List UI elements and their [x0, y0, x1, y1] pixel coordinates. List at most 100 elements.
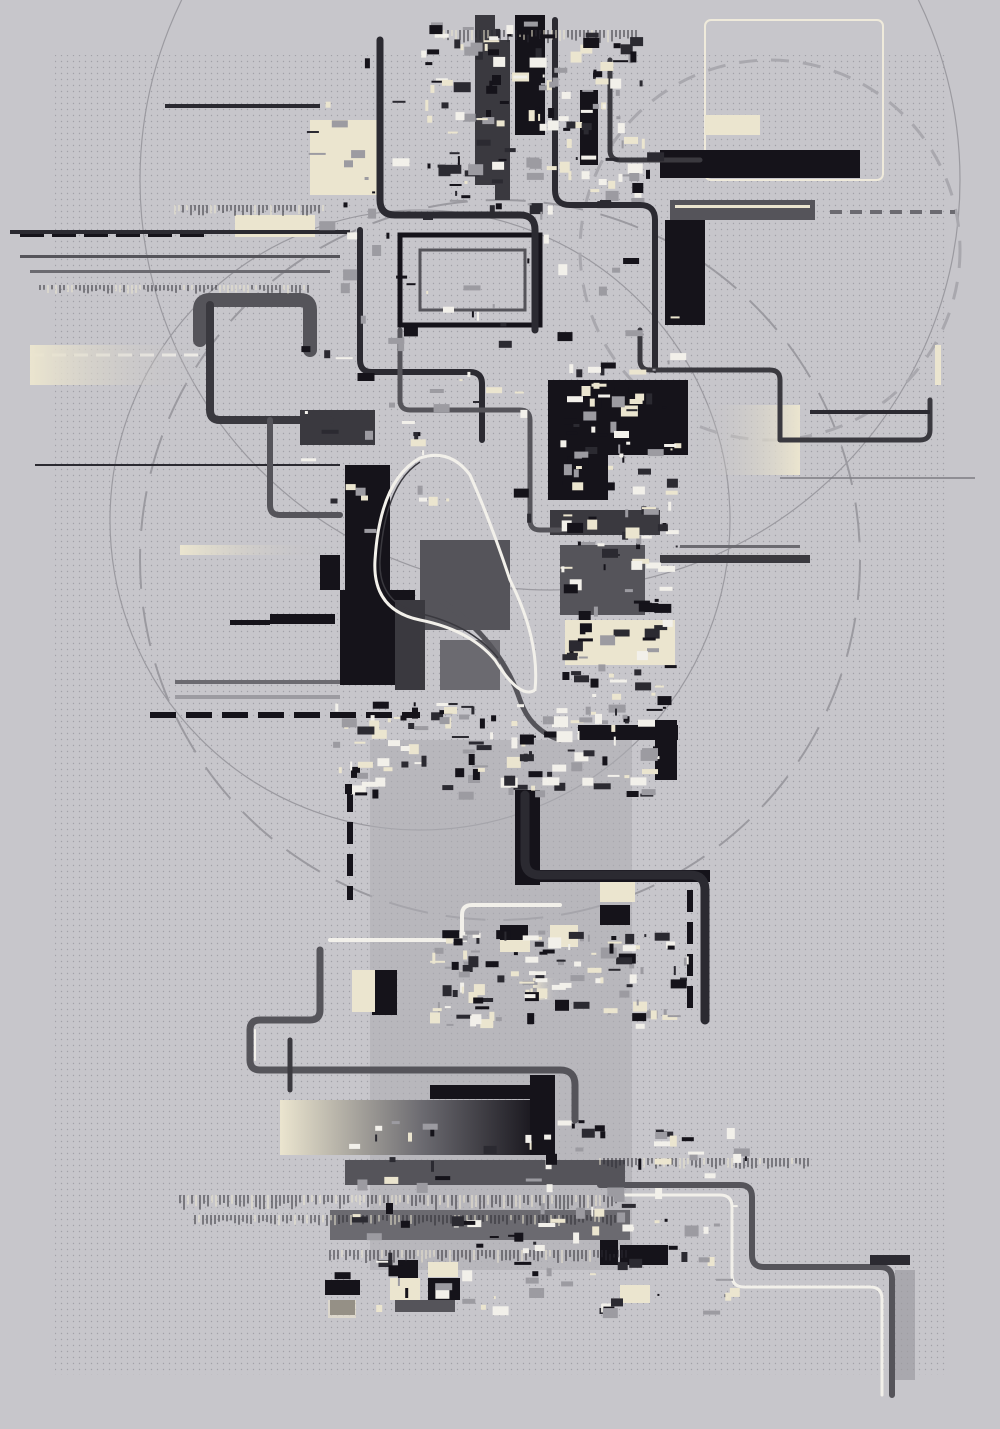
detail-chip: [568, 944, 571, 950]
detail-chip: [585, 706, 591, 715]
left-bits: [10, 230, 350, 699]
detail-chip: [611, 936, 617, 940]
detail-chip: [331, 120, 348, 128]
detail-chip: [430, 960, 446, 963]
detail-chip: [605, 190, 619, 201]
detail-chip: [333, 741, 341, 748]
detail-chip: [636, 651, 648, 661]
detail-chip: [629, 962, 635, 969]
detail-chip: [620, 44, 633, 55]
detail-chip: [445, 164, 462, 174]
detail-chip: [372, 191, 376, 194]
detail-chip: [567, 749, 575, 752]
detail-chip: [575, 122, 583, 128]
detail-chip: [335, 357, 353, 360]
detail-chip: [304, 411, 308, 414]
detail-chip: [646, 169, 650, 179]
detail-chip: [638, 719, 655, 727]
detail-chip: [491, 179, 503, 184]
detail-chip: [655, 1132, 668, 1139]
detail-chip: [567, 396, 583, 403]
detail-chip: [439, 717, 450, 725]
detail-chip: [635, 1023, 645, 1029]
detail-chip: [583, 750, 595, 757]
detail-chip: [686, 956, 689, 965]
detail-chip: [684, 1225, 699, 1237]
detail-chip: [400, 715, 407, 721]
detail-chip: [484, 40, 500, 43]
detail-chip: [612, 693, 622, 700]
detail-chip: [386, 1203, 393, 1214]
detail-chip: [462, 935, 468, 941]
detail-chip: [430, 84, 435, 93]
detail-chip: [642, 769, 658, 775]
detail-chip: [581, 155, 597, 160]
detail-chip: [573, 469, 579, 478]
detail-chip: [598, 394, 611, 398]
detail-chip: [641, 789, 656, 796]
detail-chip: [659, 586, 673, 591]
detail-chip: [350, 761, 353, 771]
detail-chip: [625, 527, 640, 539]
detail-chip: [495, 203, 502, 210]
detail-chip: [510, 784, 528, 790]
detail-chip: [453, 938, 463, 946]
detail-chip: [513, 75, 528, 79]
detail-chip: [608, 968, 621, 971]
detail-chip: [574, 451, 589, 459]
detail-chip: [427, 163, 431, 169]
detail-chip: [308, 152, 326, 155]
detail-chip: [582, 89, 594, 92]
detail-chip: [452, 931, 467, 942]
detail-chip: [613, 629, 630, 637]
detail-chip: [643, 507, 659, 515]
detail-chip: [435, 1283, 453, 1291]
detail-chip: [476, 937, 480, 944]
right-bits: [660, 200, 941, 1380]
detail-chip: [666, 478, 678, 488]
detail-chip: [624, 720, 629, 724]
detail-chip: [464, 46, 479, 56]
detail-chip: [441, 79, 453, 86]
detail-chip: [641, 138, 645, 149]
detail-chip: [470, 1015, 477, 1027]
detail-chip: [581, 386, 591, 396]
detail-chip: [644, 934, 647, 938]
detail-chip: [634, 669, 642, 676]
detail-chip: [401, 761, 409, 768]
detail-chip: [585, 447, 598, 454]
detail-chip: [408, 1132, 412, 1142]
detail-chip: [539, 123, 547, 131]
detail-chip: [355, 487, 366, 496]
detail-chip: [622, 1224, 634, 1232]
detail-chip: [622, 531, 629, 540]
detail-chip: [577, 541, 581, 546]
detail-chip: [600, 947, 617, 959]
detail-chip: [598, 286, 607, 296]
detail-chip: [631, 198, 645, 202]
detail-chip: [609, 943, 614, 954]
long-lines: [35, 104, 975, 479]
detail-chip: [372, 701, 389, 709]
detail-chip: [527, 258, 530, 264]
detail-chip: [563, 464, 572, 476]
detail-chip: [468, 956, 479, 968]
detail-chip: [569, 364, 574, 374]
detail-chip: [544, 1134, 552, 1140]
detail-chip: [560, 440, 567, 448]
detail-chip: [602, 104, 606, 109]
detail-chip: [496, 120, 505, 127]
detail-chip: [527, 203, 532, 206]
detail-chip: [568, 171, 572, 181]
detail-chip: [540, 1203, 545, 1215]
detail-chip: [579, 717, 593, 723]
detail-chip: [593, 69, 597, 73]
detail-chip: [447, 131, 458, 134]
detail-chip: [491, 715, 497, 722]
detail-chip: [437, 1002, 440, 1014]
detail-chip: [351, 150, 366, 159]
detail-chip: [471, 706, 475, 715]
detail-chip: [511, 737, 518, 749]
detail-chip: [579, 623, 592, 635]
detail-chip: [442, 930, 460, 939]
